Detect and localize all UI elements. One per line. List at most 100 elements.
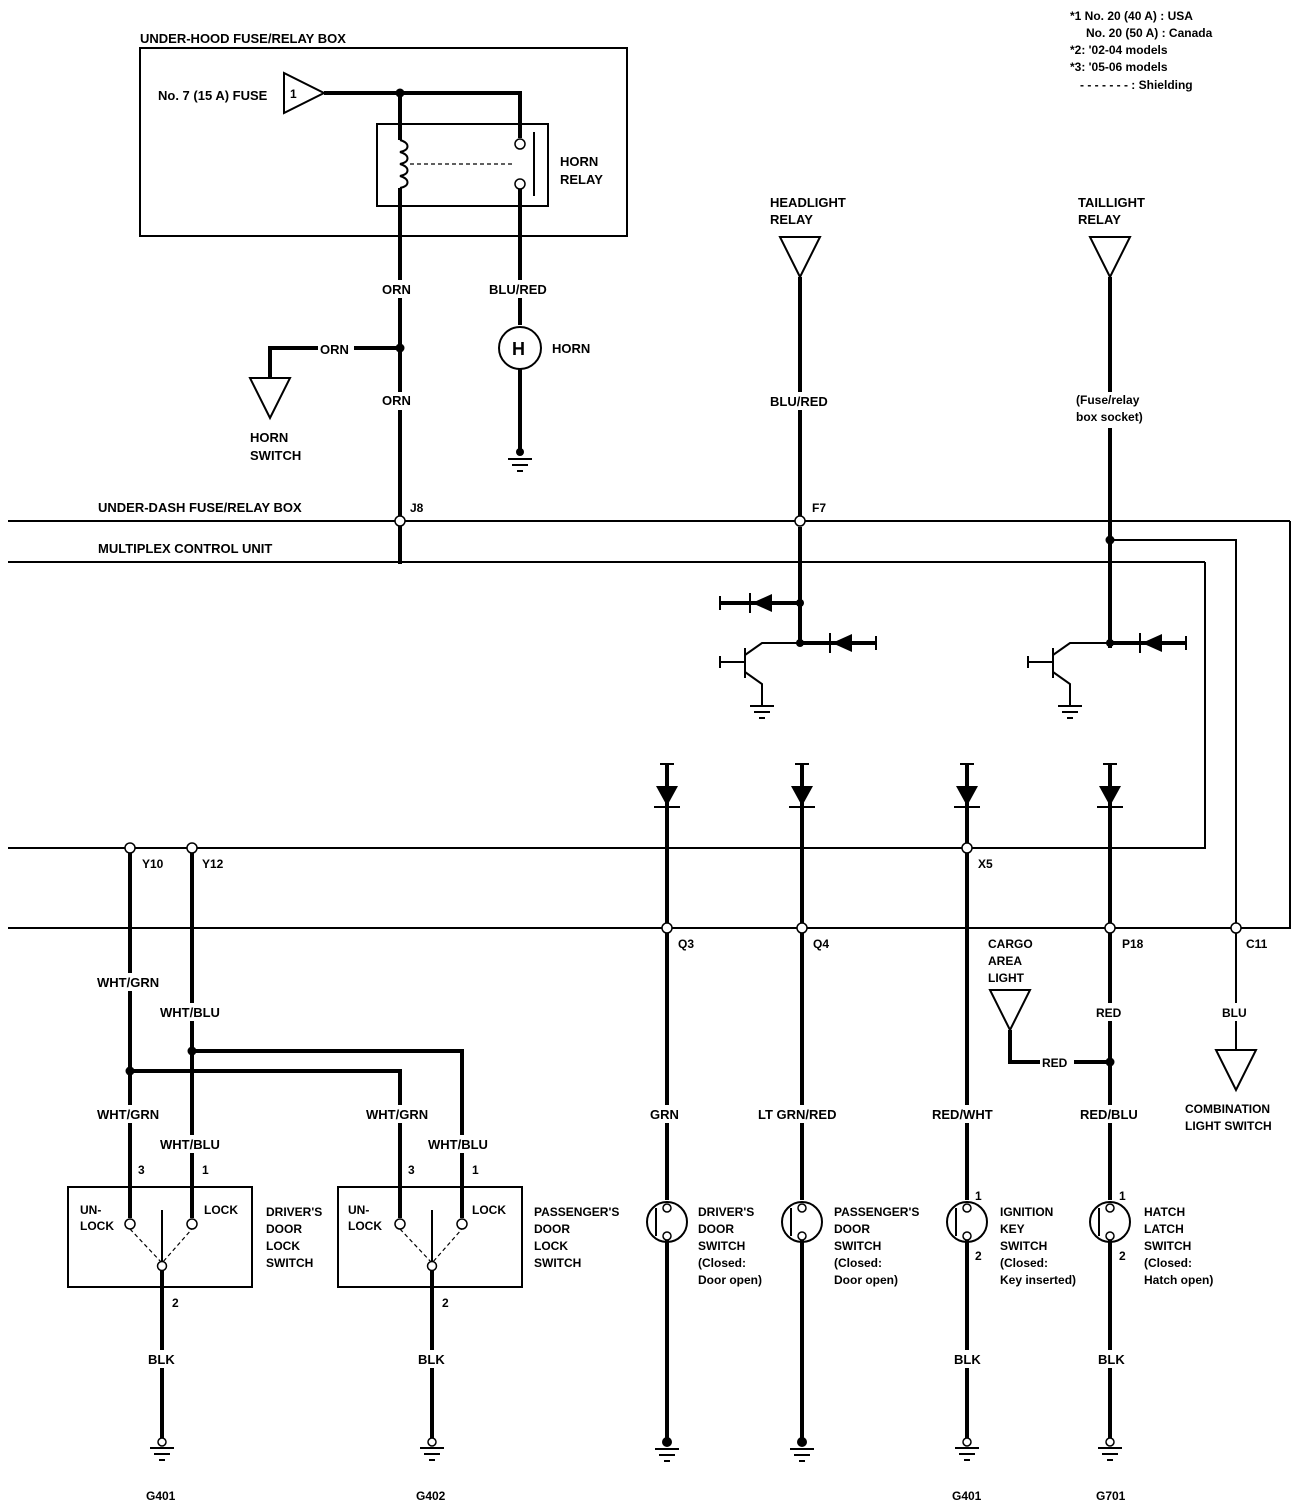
fuse-pin-triangle [283, 71, 327, 115]
fuse-pin-number: 1 [290, 87, 297, 101]
hatch-latch-switch: RED RED/BLU 1 2 HATCH LATCH SWITCH (Clos… [1078, 933, 1213, 1503]
label-mask [1078, 1105, 1140, 1123]
orn-junction [395, 343, 405, 353]
terminal-f7 [794, 515, 806, 527]
pin-3: 3 [408, 1163, 415, 1177]
tail-junction [1105, 535, 1115, 545]
passenger-lock-leads [398, 1187, 464, 1218]
note-shielding: - - - - - - - : Shielding [1080, 78, 1193, 92]
wire-whtblu-2: WHT/BLU [160, 1137, 220, 1152]
ignition-key-pin-1: 1 [975, 1189, 982, 1203]
horn-relay-box [376, 123, 549, 207]
wire-orn-1: ORN [382, 282, 411, 297]
ground-icon [420, 1447, 444, 1461]
whtblu-junction [187, 1046, 197, 1056]
cargo-light-red-wire [1008, 1030, 1110, 1064]
relay-feeds: HEADLIGHT RELAY BLU/RED TAILLIGHT RELAY … [768, 195, 1145, 648]
label-mask [486, 280, 552, 298]
driver-unlock-label-1: UN- [80, 1203, 101, 1217]
terminal-q3 [661, 922, 673, 934]
terminal-p18-label: P18 [1122, 937, 1144, 951]
driver-unlock-label-2: LOCK [80, 1219, 114, 1233]
ground-icon [150, 1447, 174, 1461]
lower-terminals: Y10 Y12 X5 Q3 Q4 P18 C11 [124, 842, 1268, 951]
hatch-latch-name-5: Hatch open) [1144, 1273, 1213, 1287]
red-junction [1105, 1057, 1115, 1067]
driver-lock-leads [128, 1187, 194, 1218]
headlight-relay-label-2: RELAY [770, 212, 813, 227]
terminal-y10-label: Y10 [142, 857, 164, 871]
driver-lock-name-4: SWITCH [266, 1256, 313, 1270]
driver-door-lock-switch: 3 1 UN- LOCK LOCK DRIVER'S DOOR LOCK SWI… [67, 1163, 322, 1503]
hatch-latch-name-4: (Closed: [1144, 1256, 1192, 1270]
diode-q4 [789, 763, 815, 928]
label-mask [318, 340, 354, 357]
terminal-y12-label: Y12 [202, 857, 224, 871]
ignition-key-contact-1 [962, 1203, 972, 1213]
hatch-latch-name-3: SWITCH [1144, 1239, 1191, 1253]
wire-orn-2: ORN [320, 342, 349, 357]
ground-icon [1098, 1447, 1122, 1461]
wire-redblu: RED/BLU [1080, 1107, 1138, 1122]
wire-blk-1: BLK [148, 1352, 175, 1367]
taillight-diode [1142, 634, 1162, 652]
wire-blk-3: BLK [954, 1352, 981, 1367]
headlight-diode-2 [832, 634, 852, 652]
ground-g401-b: G401 [952, 1489, 982, 1503]
hatch-latch-contact-2 [1105, 1231, 1115, 1241]
note-1b: No. 20 (50 A) : Canada [1086, 26, 1213, 40]
underhood-fuse-relay-box: UNDER-HOOD FUSE/RELAY BOX No. 7 (15 A) F… [139, 31, 628, 237]
hatch-latch-pin-1: 1 [1119, 1189, 1126, 1203]
ground-icon [750, 705, 774, 719]
ignition-key-name-4: (Closed: [1000, 1256, 1048, 1270]
socket-label-1: (Fuse/relay [1076, 393, 1140, 407]
horn-switch-label-1: HORN [250, 430, 288, 445]
relay-label-1: HORN [560, 154, 598, 169]
passenger-door-name-1: PASSENGER'S [834, 1205, 919, 1219]
terminal-q3-label: Q3 [678, 937, 694, 951]
fuse-feed-wire [324, 91, 522, 138]
combo-switch-triangle [1214, 1049, 1258, 1093]
diode-x5 [954, 763, 980, 848]
label-mask [96, 973, 166, 991]
headlight-relay-label-1: HEADLIGHT [770, 195, 846, 210]
diode-q3 [654, 763, 680, 928]
driver-door-name-3: SWITCH [698, 1239, 745, 1253]
underhood-box-outline [139, 47, 628, 237]
wire-whtgrn-2: WHT/GRN [97, 1107, 159, 1122]
label-mask [648, 1105, 686, 1123]
driver-door-contact-2 [662, 1231, 672, 1241]
label-mask [756, 1105, 842, 1123]
passenger-lock-swing [399, 1228, 463, 1264]
label-mask [416, 1350, 448, 1368]
driver-lock-pin-2: 2 [172, 1296, 179, 1310]
wire-red-cargo: RED [1042, 1056, 1068, 1070]
tail-c11-wire [1110, 539, 1237, 928]
passenger-unlock-label-2: LOCK [348, 1219, 382, 1233]
driver-door-name-1: DRIVER'S [698, 1205, 754, 1219]
ignition-key-name-1: IGNITION [1000, 1205, 1053, 1219]
ignition-key-contact-2 [962, 1231, 972, 1241]
note-3: *3: '05-06 models [1070, 60, 1168, 74]
passenger-unlock-label-1: UN- [348, 1203, 369, 1217]
passenger-lock-pin-2: 2 [442, 1296, 449, 1310]
cargo-light-label-1: CARGO [988, 937, 1033, 951]
label-mask [364, 1105, 434, 1123]
ground-icon [955, 1447, 979, 1461]
passenger-door-contact-2 [797, 1231, 807, 1241]
wire-red-p18: RED [1096, 1006, 1122, 1020]
horn-switch-triangle [248, 377, 292, 421]
horn-label: HORN [552, 341, 590, 356]
note-1a: *1 No. 20 (40 A) : USA [1070, 9, 1193, 23]
passenger-door-lock-switch: 3 1 UN- LOCK LOCK PASSENGER'S DOOR LOCK … [337, 1163, 619, 1503]
ground-g701: G701 [1096, 1489, 1126, 1503]
hatch-latch-switch-icon [1089, 1201, 1131, 1243]
terminal-p18 [1104, 922, 1116, 934]
passenger-lock-name-4: SWITCH [534, 1256, 581, 1270]
terminal-c11-label: C11 [1246, 937, 1268, 951]
input-diodes [654, 763, 1123, 928]
multiplex-label: MULTIPLEX CONTROL UNIT [98, 541, 272, 556]
hatch-latch-name-2: LATCH [1144, 1222, 1184, 1236]
combination-light-switch: BLU COMBINATION LIGHT SWITCH [1185, 933, 1272, 1133]
ground-point [427, 1437, 437, 1447]
